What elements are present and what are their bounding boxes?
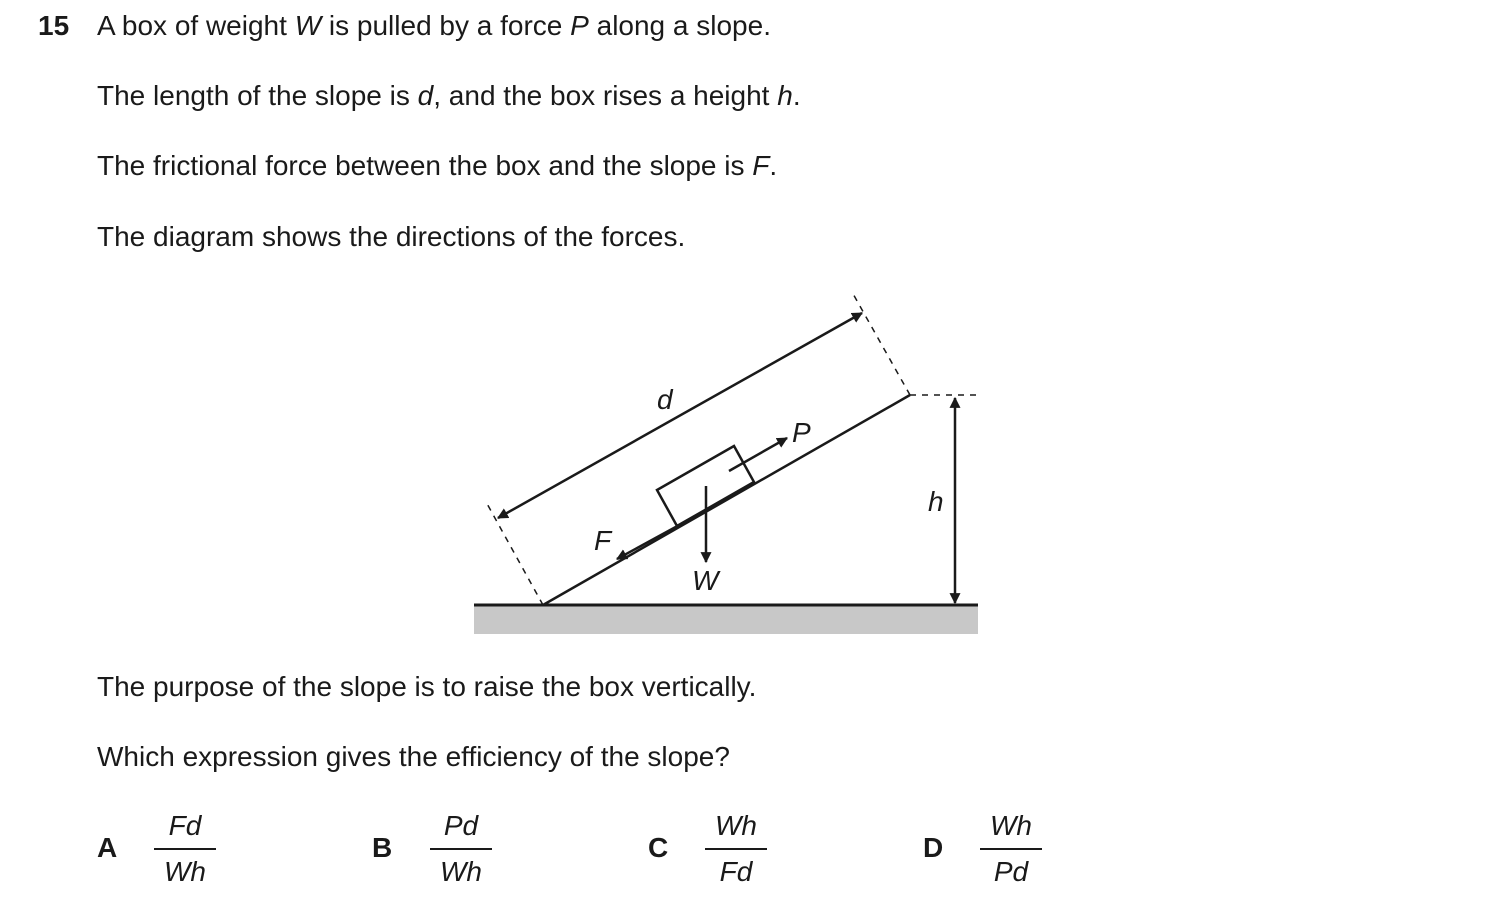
option-c-letter[interactable]: C bbox=[648, 832, 669, 863]
ground-shading bbox=[474, 606, 978, 634]
text: . bbox=[792, 80, 801, 111]
option-c-fraction[interactable]: Wh Fd bbox=[699, 808, 773, 890]
label-d: d bbox=[657, 384, 674, 415]
option-c-numerator: Wh bbox=[715, 810, 757, 841]
question-line-3: The frictional force between the box and… bbox=[97, 150, 777, 182]
d-dash-right bbox=[851, 291, 911, 396]
question-line-2: The length of the slope is d, and the bo… bbox=[97, 80, 801, 112]
option-d-fraction[interactable]: Wh Pd bbox=[974, 808, 1048, 890]
option-d-numerator: Wh bbox=[990, 810, 1032, 841]
option-b-fraction[interactable]: Pd Wh bbox=[424, 808, 498, 890]
p-arrow bbox=[728, 436, 788, 473]
text: A box of weight bbox=[97, 10, 295, 41]
fraction-bar bbox=[705, 848, 767, 850]
label-w: W bbox=[692, 565, 721, 596]
question-number: 15 bbox=[38, 10, 70, 41]
option-b-letter[interactable]: B bbox=[372, 832, 393, 863]
option-a-letter[interactable]: A bbox=[97, 832, 118, 863]
option-b-numerator: Pd bbox=[443, 810, 479, 841]
option-a-denominator: Wh bbox=[164, 856, 206, 887]
fraction-bar bbox=[430, 848, 492, 850]
var-h: h bbox=[777, 80, 793, 111]
question-line-4: The diagram shows the directions of the … bbox=[97, 221, 686, 252]
label-h: h bbox=[928, 486, 944, 517]
option-d-letter[interactable]: D bbox=[923, 832, 944, 863]
question-line-5: The purpose of the slope is to raise the… bbox=[97, 671, 757, 702]
slope-line bbox=[542, 393, 911, 607]
fraction-bar bbox=[980, 848, 1042, 850]
var-w: W bbox=[294, 10, 322, 41]
var-f: F bbox=[752, 150, 770, 181]
text: The frictional force between the box and… bbox=[97, 150, 753, 181]
f-arrow bbox=[616, 515, 695, 561]
text: , and the box rises a height bbox=[433, 80, 778, 111]
text: along a slope. bbox=[588, 10, 771, 41]
option-a-fraction[interactable]: Fd Wh bbox=[148, 808, 222, 890]
text: The length of the slope is bbox=[97, 80, 418, 111]
option-a-numerator: Fd bbox=[168, 810, 202, 841]
d-dash-left bbox=[484, 499, 544, 606]
option-d-denominator: Pd bbox=[993, 856, 1029, 887]
text: is pulled by a force bbox=[321, 10, 571, 41]
fraction-bar bbox=[154, 848, 216, 850]
d-arrow bbox=[497, 311, 863, 520]
var-d: d bbox=[417, 80, 434, 111]
option-b-denominator: Wh bbox=[440, 856, 482, 887]
text: . bbox=[769, 150, 778, 181]
var-p: P bbox=[570, 10, 589, 41]
label-p: P bbox=[792, 417, 811, 448]
question-line-6: Which expression gives the efficiency of… bbox=[97, 741, 730, 772]
label-f: F bbox=[594, 525, 613, 556]
option-c-denominator: Fd bbox=[719, 856, 753, 887]
question-line-1: A box of weight W is pulled by a force P… bbox=[97, 10, 771, 42]
